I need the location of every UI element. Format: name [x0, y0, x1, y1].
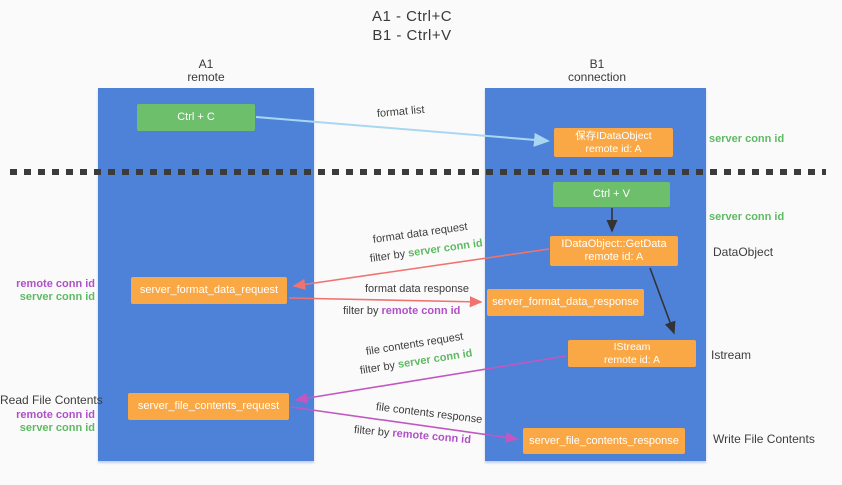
file-request-label: server_file_contents_request: [137, 400, 280, 412]
istream-line2: remote id: A: [603, 353, 661, 366]
server-format-data-response-box: server_format_data_response: [487, 289, 644, 316]
ctrl-c-box: Ctrl + C: [137, 104, 255, 131]
ctrl-v-box: Ctrl + V: [553, 182, 670, 207]
server-conn-id-left-bottom: server conn id: [19, 422, 95, 434]
ctrl-v-label: Ctrl + V: [593, 188, 630, 200]
server-conn-id-right-top: server conn id: [709, 133, 785, 145]
format-list-label: format list: [376, 103, 426, 120]
filter-by-text: filter by: [359, 359, 396, 377]
write-file-contents-label: Write File Contents: [713, 432, 815, 446]
dataobject-label: DataObject: [713, 245, 774, 259]
format-data-response-arrow: [288, 296, 483, 308]
file-response-label: server_file_contents_response: [529, 434, 679, 447]
filter-by-remote-conn-id-label-1: filter by remote conn id: [343, 305, 460, 317]
dotted-separator-line: [10, 169, 826, 175]
lane-header-b1: B1 connection: [537, 58, 657, 84]
file-contents-response-label: file contents response: [375, 401, 483, 426]
idataobject-getdata-box: IDataObject::GetData remote id: A: [550, 236, 678, 266]
save-idataobject-line2: remote id: A: [585, 142, 642, 155]
server-file-contents-response-box: server_file_contents_response: [523, 428, 685, 454]
filter-by-remote-conn-id-label-2: filter by remote conn id: [353, 424, 471, 446]
istream-line1: IStream: [613, 340, 651, 353]
getdata-line1: IDataObject::GetData: [561, 238, 667, 250]
remote-conn-id-left-bottom: remote conn id: [16, 409, 95, 421]
diagram-title: A1 - Ctrl+C B1 - Ctrl+V: [312, 7, 512, 45]
server-conn-id-right-mid: server conn id: [709, 211, 785, 223]
read-file-contents-label: Read File Contents: [0, 393, 103, 407]
save-idataobject-box: 保存IDataObject remote id: A: [554, 128, 673, 157]
server-file-contents-request-box: server_file_contents_request: [128, 393, 289, 420]
filter-by-text: filter by: [343, 305, 379, 317]
format-data-response-label: format data response: [365, 283, 469, 295]
save-idataobject-line1: 保存IDataObject: [575, 129, 652, 142]
remote-conn-id-text: remote conn id: [391, 427, 472, 447]
remote-conn-id-left-mid: remote conn id: [16, 278, 95, 290]
filter-by-text: filter by: [353, 424, 390, 440]
server-conn-id-left-mid: server conn id: [19, 291, 95, 303]
format-response-label: server_format_data_response: [492, 296, 639, 308]
istream-side-label: Istream: [711, 348, 752, 362]
lane-b1-name: B1: [589, 57, 605, 71]
title-line-1: A1 - Ctrl+C: [371, 8, 453, 25]
remote-conn-id-text: remote conn id: [381, 305, 461, 317]
server-conn-id-text: server conn id: [407, 237, 484, 260]
lane-header-a1: A1 remote: [146, 58, 266, 84]
ctrl-c-label: Ctrl + C: [177, 111, 215, 123]
lane-a1-subtitle: remote: [187, 70, 225, 84]
filter-by-text: filter by: [369, 248, 406, 265]
server-format-data-request-box: server_format_data_request: [131, 277, 287, 304]
istream-box: IStream remote id: A: [568, 340, 696, 367]
lane-a1-name: A1: [198, 57, 214, 71]
format-request-label: server_format_data_request: [139, 284, 279, 296]
getdata-line2: remote id: A: [584, 251, 644, 263]
lane-b1-subtitle: connection: [567, 70, 627, 84]
title-line-2: B1 - Ctrl+V: [372, 27, 452, 44]
